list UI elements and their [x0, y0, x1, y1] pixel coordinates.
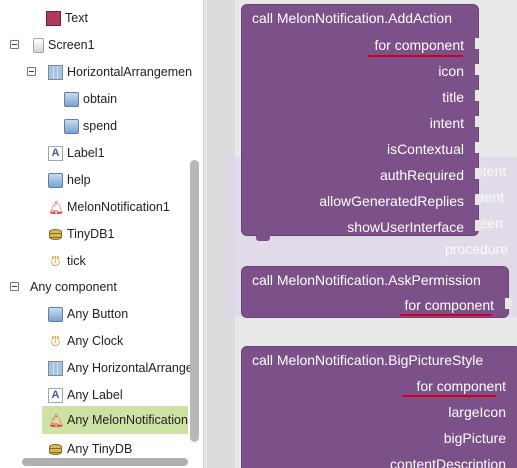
param-title: title	[442, 89, 464, 105]
faded-block-label: ntent	[475, 163, 507, 179]
tree-item-label: TinyDB1	[67, 227, 115, 241]
block-title: call MelonNotification.AskPermission	[252, 272, 481, 288]
block-connector-notch	[256, 235, 270, 241]
blocks-workspace[interactable]: ntent onent reen procedure call MelonNot…	[207, 0, 517, 468]
tree-item-help[interactable]: help	[48, 168, 91, 192]
input-socket[interactable]	[505, 298, 512, 309]
tree-item-any-label[interactable]: A Any Label	[48, 383, 123, 407]
red-underline	[400, 314, 492, 316]
block-ask-permission[interactable]: call MelonNotification.AskPermission for…	[241, 266, 512, 318]
input-socket[interactable]	[475, 64, 482, 75]
button-icon	[64, 91, 79, 107]
tree-item-label: Any component	[30, 280, 117, 294]
label-icon: A	[48, 145, 63, 161]
input-socket[interactable]	[475, 142, 482, 153]
block-title: call MelonNotification.BigPictureStyle	[252, 352, 484, 368]
tree-item-label: Any MelonNotification	[67, 413, 188, 427]
faded-block-label: procedure	[445, 241, 509, 257]
tree-item-spend[interactable]: spend	[64, 114, 117, 138]
clock-icon: ⏰︎	[50, 333, 61, 349]
color-swatch-icon	[46, 10, 61, 26]
param-icon: icon	[438, 63, 464, 79]
tree-item-label: Any HorizontalArrange	[67, 361, 193, 375]
param-showuserinterface: showUserInterface	[347, 219, 464, 235]
input-socket[interactable]	[475, 38, 482, 49]
block-add-action[interactable]: call MelonNotification.AddAction for com…	[241, 4, 482, 241]
input-socket[interactable]	[475, 116, 482, 127]
input-socket[interactable]	[475, 90, 482, 101]
tree-item-label: Any TinyDB	[67, 442, 133, 456]
param-bigpicture: bigPicture	[443, 430, 506, 446]
tree-item-label: Any Button	[67, 307, 129, 321]
label-icon: A	[48, 387, 63, 403]
input-socket[interactable]	[475, 194, 482, 205]
tree-item-label: Text	[65, 11, 88, 25]
tree-item-text[interactable]: Text	[46, 6, 88, 30]
param-for-component: for component	[404, 297, 495, 313]
tree-item-any-melonnotification[interactable]: 🔔︎ Any MelonNotification	[42, 406, 188, 434]
tree-item-tick[interactable]: ⏰︎ tick	[48, 249, 86, 273]
param-contentdescription: contentDescription	[390, 456, 506, 468]
button-icon	[48, 306, 63, 322]
collapse-toggle-any-component[interactable]	[10, 282, 19, 291]
param-authrequired: authRequired	[379, 167, 464, 183]
tree-item-label: Screen1	[48, 38, 95, 52]
horizontal-arrangement-icon	[48, 64, 63, 80]
input-socket[interactable]	[475, 168, 482, 179]
tree-item-label: help	[67, 173, 91, 187]
tree-item-melonnotification1[interactable]: 🔔︎ MelonNotification1	[48, 195, 170, 219]
tree-item-label: tick	[67, 254, 86, 268]
collapse-toggle-screen1[interactable]	[10, 40, 19, 49]
tree-item-label1[interactable]: A Label1	[48, 141, 105, 165]
database-icon	[48, 442, 63, 457]
screen-icon	[33, 37, 44, 53]
param-intent: intent	[429, 115, 464, 131]
horizontal-arrangement-icon	[48, 360, 63, 376]
tree-item-label: obtain	[83, 92, 118, 106]
button-icon	[64, 118, 79, 134]
bell-icon: 🔔︎	[48, 412, 65, 428]
faded-block-label: reen	[475, 215, 504, 231]
red-underline	[367, 55, 463, 57]
tree-item-label: HorizontalArrangemen	[67, 65, 193, 79]
tree-item-any-tinydb[interactable]: Any TinyDB	[48, 437, 132, 461]
panel-splitter[interactable]	[203, 0, 208, 468]
tree-vertical-scrollbar[interactable]	[190, 160, 199, 442]
tree-item-screen1[interactable]: Screen1	[33, 33, 95, 57]
tree-item-obtain[interactable]: obtain	[64, 87, 117, 111]
tree-item-any-button[interactable]: Any Button	[48, 302, 128, 326]
tree-item-label: spend	[83, 119, 118, 133]
collapse-toggle-horizontalarrangement[interactable]	[27, 67, 36, 76]
tree-horizontal-scrollbar[interactable]	[22, 458, 188, 466]
tree-item-any-component[interactable]: Any component	[30, 275, 117, 299]
tree-item-label: Any Clock	[67, 334, 124, 348]
block-title: call MelonNotification.AddAction	[252, 10, 452, 26]
tree-item-any-clock[interactable]: ⏰︎ Any Clock	[48, 329, 123, 353]
tree-item-tinydb1[interactable]: TinyDB1	[48, 222, 114, 246]
bell-icon: 🔔︎	[48, 199, 65, 215]
component-tree: Text Screen1 HorizontalArrangemen obtain…	[0, 0, 203, 468]
param-for-component: for component	[416, 378, 507, 394]
database-icon	[48, 227, 63, 242]
clock-icon: ⏰︎	[50, 253, 61, 269]
tree-item-any-horizontalarrangement[interactable]: Any HorizontalArrange	[48, 356, 193, 380]
input-socket[interactable]	[475, 220, 482, 231]
tree-item-label: Label1	[67, 146, 105, 160]
param-iscontextual: isContextual	[386, 141, 464, 157]
tree-item-label: MelonNotification1	[67, 200, 170, 214]
tree-item-label: Any Label	[67, 388, 123, 402]
param-for-component: for component	[374, 37, 465, 53]
button-icon	[48, 172, 63, 188]
param-largeicon: largeIcon	[448, 404, 506, 420]
block-big-picture-style[interactable]: call MelonNotification.BigPictureStyle f…	[241, 346, 517, 468]
param-allowgeneratedreplies: allowGeneratedReplies	[319, 193, 464, 209]
red-underline	[402, 395, 496, 397]
tree-item-horizontalarrangement[interactable]: HorizontalArrangemen	[48, 60, 192, 84]
